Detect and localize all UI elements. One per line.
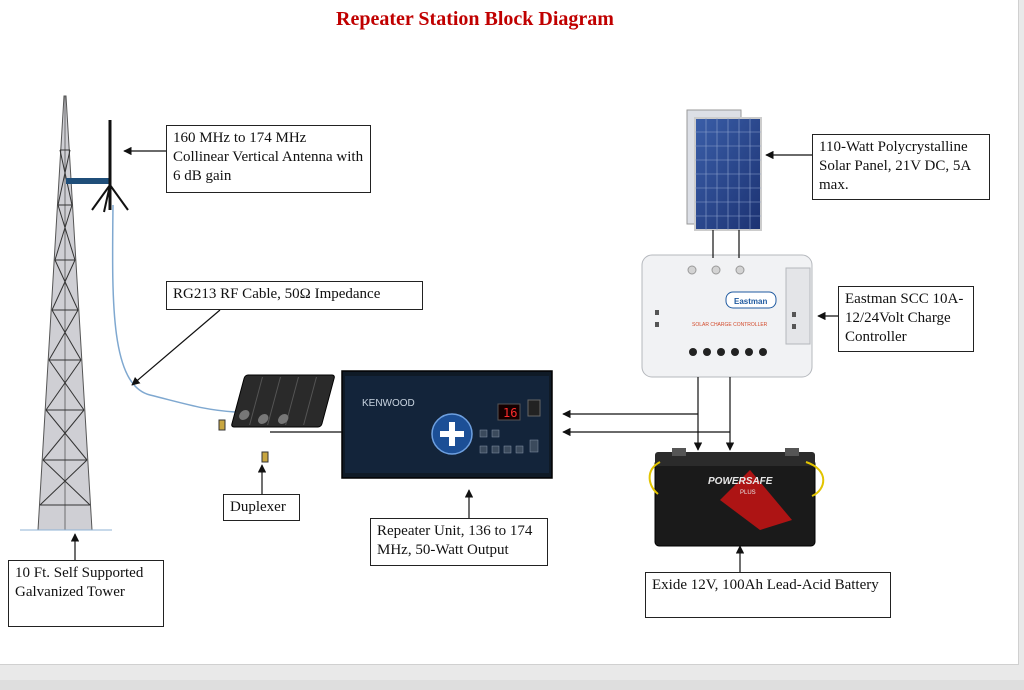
solar-panel-label: 110-Watt Polycrystalline Solar Panel, 21… <box>812 134 990 200</box>
tower-icon <box>20 95 112 531</box>
duplexer-icon <box>231 374 335 428</box>
cable-label: RG213 RF Cable, 50Ω Impedance <box>166 281 423 310</box>
antenna-label: 160 MHz to 174 MHz Collinear Vertical An… <box>166 125 371 193</box>
solar-panel-icon <box>686 109 762 231</box>
diagram-title: Repeater Station Block Diagram <box>336 8 614 30</box>
controller-brand-text: Eastman <box>734 297 767 306</box>
duplexer-label: Duplexer <box>223 494 300 521</box>
battery-icon <box>648 448 825 547</box>
repeater-display-text: 16 <box>503 406 517 420</box>
controller-subtitle-text: SOLAR CHARGE CONTROLLER <box>692 322 768 328</box>
tower-label: 10 Ft. Self Supported Galvanized Tower <box>8 560 164 627</box>
battery-plus-text: PLUS <box>740 490 756 496</box>
battery-brand-text: POWERSAFE <box>708 476 773 487</box>
window-bottom-bar <box>0 680 1024 690</box>
battery-label: Exide 12V, 100Ah Lead-Acid Battery <box>645 572 891 618</box>
diagram-graphics: KENWOOD 16 <box>20 95 838 572</box>
rf-cable-line <box>111 204 236 413</box>
antenna-icon <box>91 120 129 213</box>
charge-controller-label: Eastman SCC 10A-12/24Volt Charge Control… <box>838 286 974 352</box>
repeater-label: Repeater Unit, 136 to 174 MHz, 50-Watt O… <box>370 518 548 566</box>
repeater-unit-icon <box>341 370 553 479</box>
charge-controller-icon <box>641 254 813 378</box>
repeater-brand-text: KENWOOD <box>362 398 415 409</box>
cable-label-pointer <box>131 309 221 386</box>
diagram-canvas: Repeater Station Block Diagram <box>0 0 1019 665</box>
